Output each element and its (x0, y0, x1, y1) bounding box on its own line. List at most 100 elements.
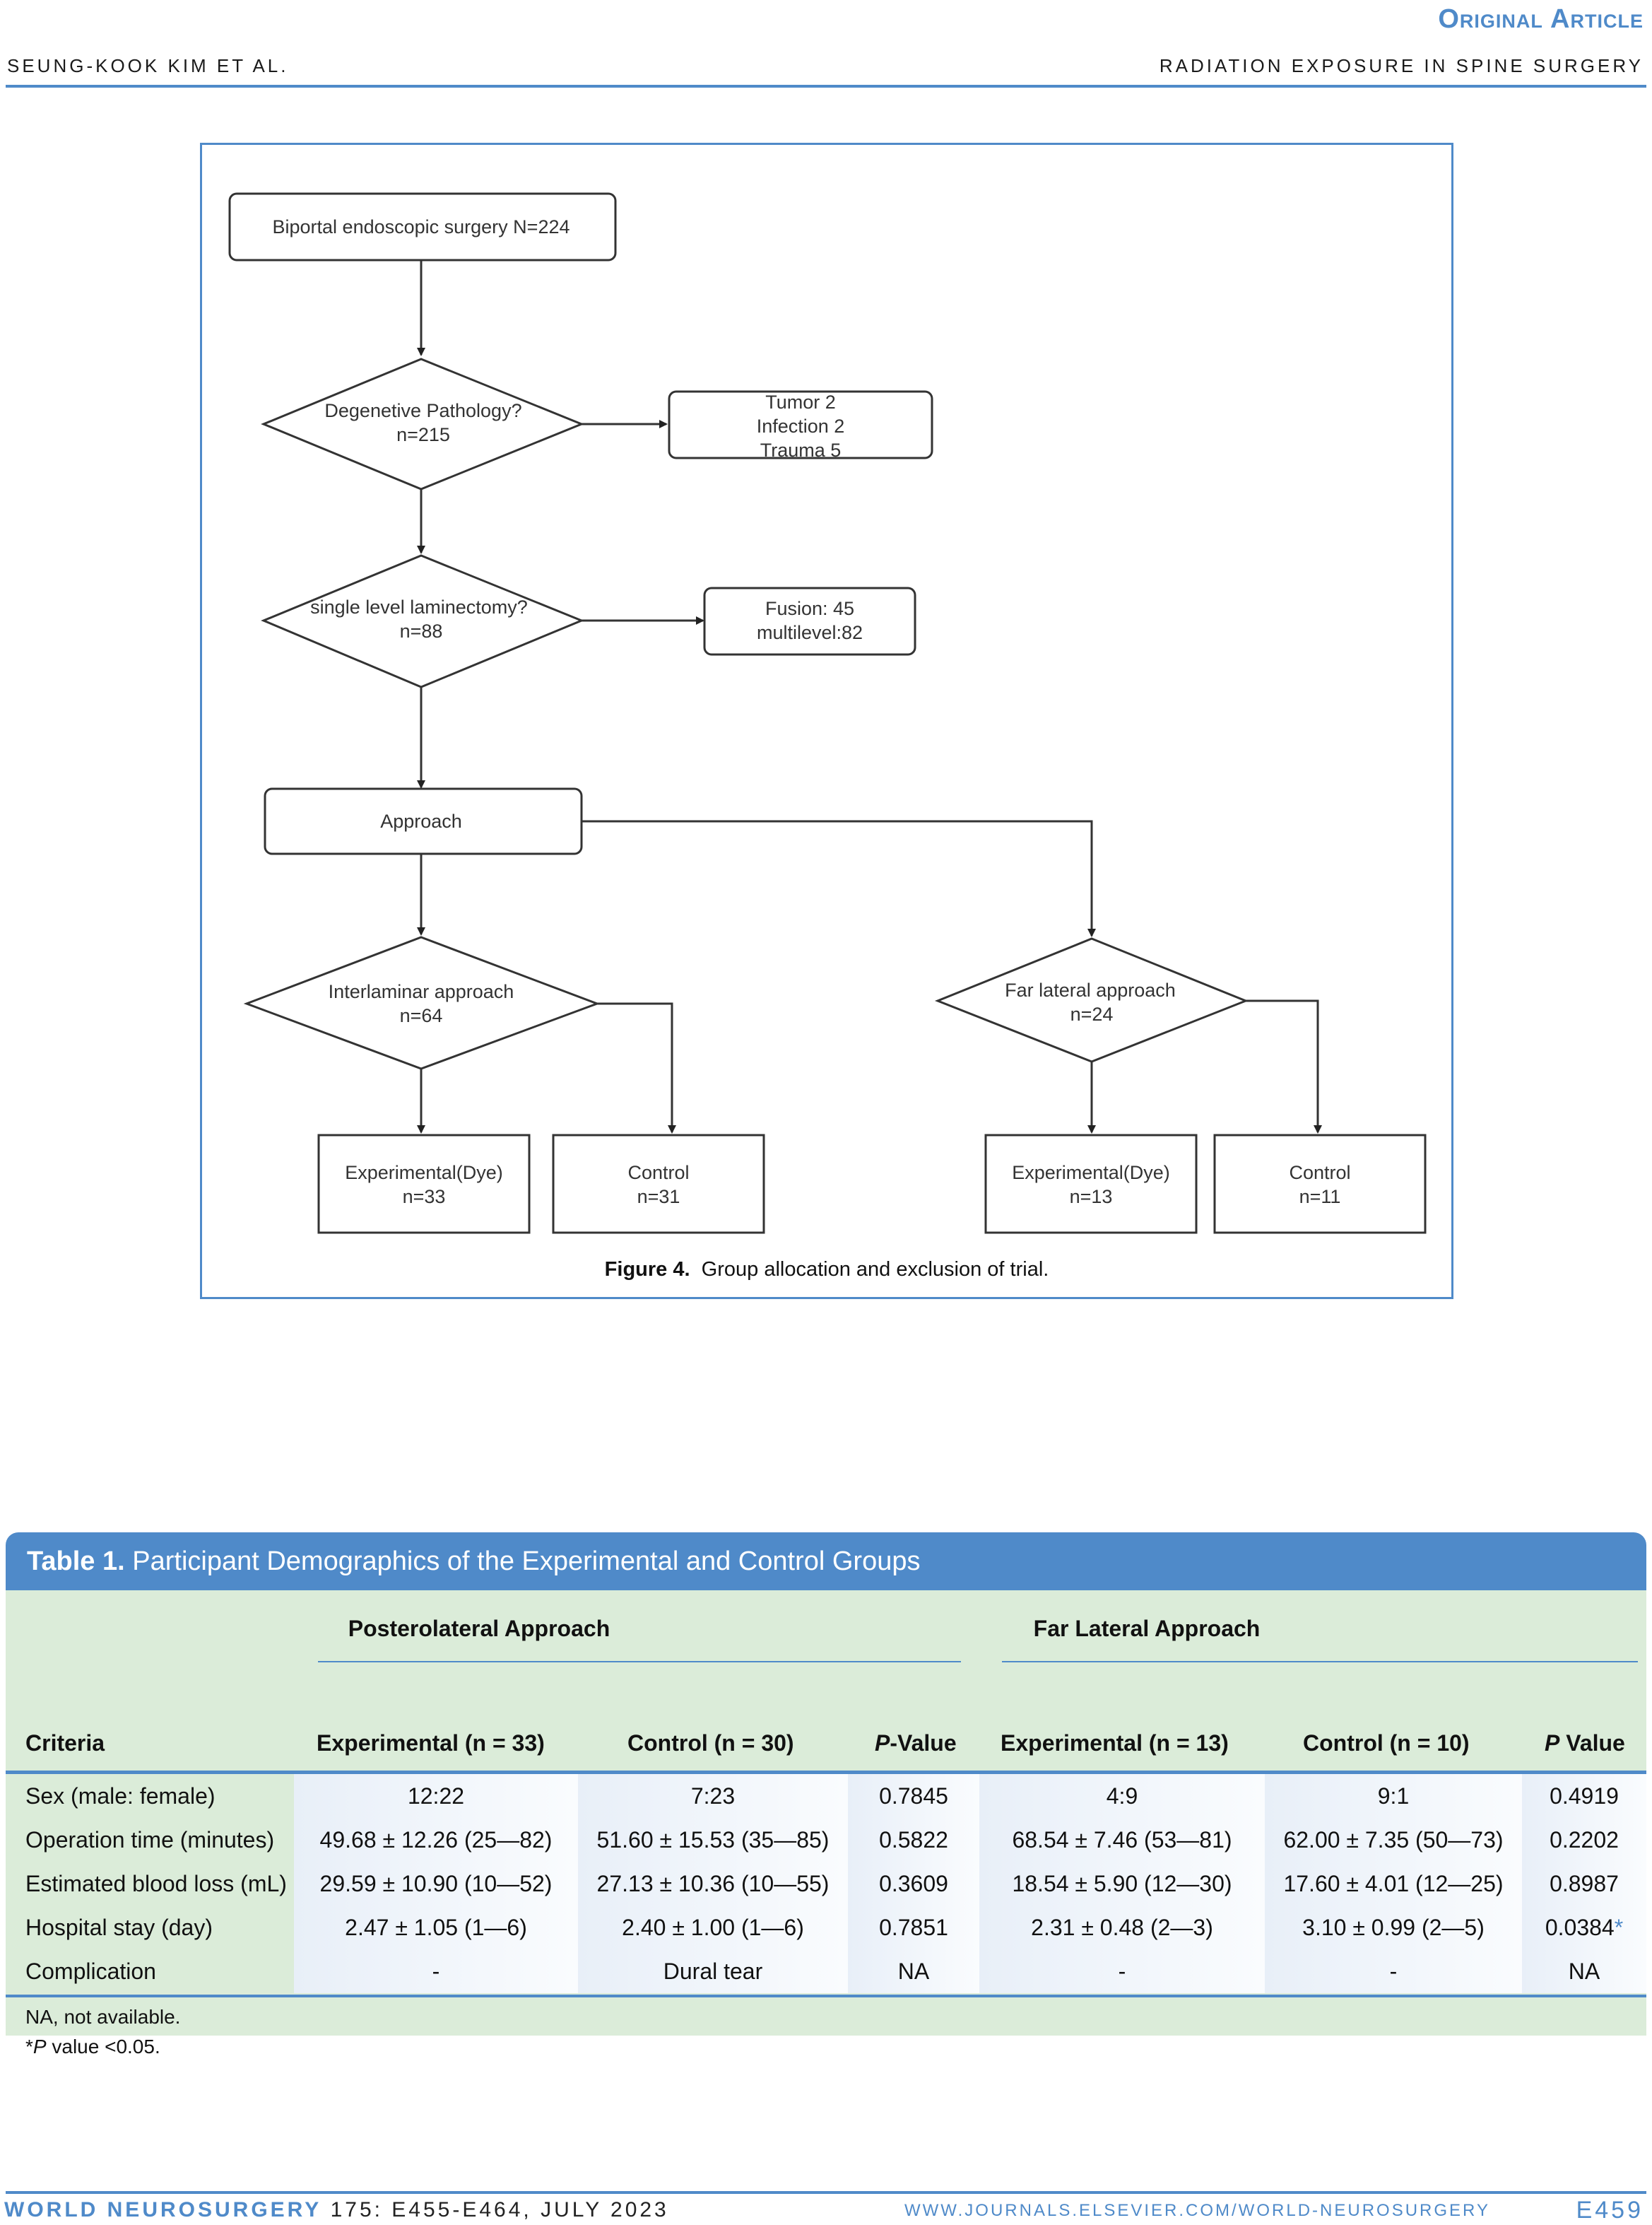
node-far-lateral-decision (934, 937, 1249, 1063)
significance-star: * (1614, 1915, 1624, 1940)
cell-ctl1: 7:23 (690, 1783, 736, 1809)
label-d3-n: n=64 (400, 1005, 443, 1026)
shade-p2 (1522, 1774, 1646, 1993)
figure-caption-label: Figure 4. (604, 1258, 690, 1281)
cell-p1: 0.7845 (879, 1783, 948, 1809)
table-1: Table 1. Participant Demographics of the… (6, 1532, 1646, 2057)
col-control-posterolateral: Control (n = 30) (627, 1730, 794, 1756)
node-interlaminar-decision (243, 936, 601, 1070)
col-p1-rest: -Value (890, 1730, 957, 1756)
running-head-title: RADIATION EXPOSURE IN SPINE SURGERY (1159, 55, 1644, 76)
node-approach (264, 787, 583, 855)
cell-p2: 0.8987 (1550, 1871, 1619, 1896)
cell-ctl1: 2.40 ± 1.00 (1—6) (622, 1915, 804, 1940)
group-header-posterolateral: Posterolateral Approach (348, 1616, 610, 1641)
node-control-interlaminar (552, 1134, 765, 1234)
cell-exp1: - (432, 1959, 440, 1984)
footer-issue: 175: E455-E464, JULY 2023 (321, 2198, 669, 2221)
cell-ctl2: 17.60 ± 4.01 (12—25) (1283, 1871, 1504, 1896)
footer-journal: WORLD NEUROSURGERY 175: E455-E464, JULY … (4, 2198, 669, 2222)
cell-criteria: Complication (25, 1959, 156, 1984)
running-head-authors: SEUNG-KOOK KIM ET AL. (7, 55, 289, 76)
footnote-p-rest: value <0.05. (46, 2036, 160, 2057)
cell-exp2: 2.31 ± 0.48 (2—3) (1031, 1915, 1213, 1940)
cell-p2: 0.0384* (1522, 1906, 1646, 1949)
edge-d4-b4 (1246, 999, 1322, 1134)
col-p2-italic: P (1545, 1730, 1560, 1756)
figure-frame (200, 143, 1453, 1299)
table-row: Estimated blood loss (mL) 29.59 ± 10.90 … (6, 1862, 1646, 1906)
label-ex1-infection: Infection 2 (757, 416, 845, 437)
node-degenerative-decision (261, 358, 584, 491)
header-rule-table (6, 1771, 1646, 1774)
cell-p1: 0.3609 (879, 1871, 948, 1896)
cell-exp2: - (1118, 1959, 1126, 1984)
table-row: Operation time (minutes) 49.68 ± 12.26 (… (6, 1818, 1646, 1862)
cell-p1: 0.7851 (879, 1915, 948, 1940)
cell-p2: NA (1568, 1959, 1600, 1984)
node-exp-far-lateral (984, 1134, 1198, 1234)
label-d4-n: n=24 (1070, 1004, 1114, 1025)
label-b1-name: Experimental(Dye) (345, 1162, 503, 1183)
table-label: Table 1. (27, 1546, 125, 1576)
col-p-far-lateral: P Value (1545, 1730, 1625, 1756)
edge-d3-b2 (597, 1002, 676, 1134)
cell-exp1: 29.59 ± 10.90 (10—52) (319, 1871, 553, 1896)
shade-ctl2 (1265, 1774, 1522, 1993)
label-b1-n: n=33 (403, 1186, 446, 1207)
label-b4-n: n=11 (1299, 1186, 1341, 1207)
cell-exp2: 4:9 (1106, 1783, 1138, 1809)
label-d4-name: Far lateral approach (1005, 980, 1176, 1001)
col-exp-far-lateral: Experimental (n = 13) (1001, 1730, 1229, 1756)
cell-criteria: Estimated blood loss (mL) (25, 1871, 287, 1896)
col-control-far-lateral: Control (n = 10) (1303, 1730, 1470, 1756)
label-b2-name: Control (627, 1162, 689, 1183)
label-approach: Approach (380, 811, 462, 832)
shade-ctl1 (578, 1774, 848, 1993)
label-ex1-trauma: Trauma 5 (760, 440, 842, 461)
cell-p2: 0.2202 (1550, 1827, 1619, 1853)
footer-rule (6, 2191, 1646, 2194)
col-p-posterolateral: P-Value (875, 1730, 957, 1756)
label-d2-n: n=88 (400, 621, 443, 642)
label-b4-name: Control (1289, 1162, 1350, 1183)
label-ex2-fusion: Fusion: 45 (765, 598, 854, 619)
label-d3-name: Interlaminar approach (329, 981, 514, 1002)
footnote-na: NA, not available. (25, 2006, 181, 2028)
node-exp-interlaminar (317, 1134, 531, 1234)
header-rule (6, 85, 1646, 88)
footnote-p: *P value <0.05. (25, 2036, 160, 2058)
cell-exp2: 18.54 ± 5.90 (12—30) (1012, 1871, 1232, 1896)
table-row: Complication - Dural tear NA - - NA (6, 1949, 1646, 1993)
cell-exp1: 12:22 (407, 1783, 465, 1809)
cell-ctl1: Dural tear (663, 1959, 763, 1984)
shade-p1 (848, 1774, 979, 1993)
section-label: Original Article (1438, 4, 1644, 34)
footer-page-number: E459 (1576, 2197, 1644, 2224)
table-title: Participant Demographics of the Experime… (132, 1546, 921, 1576)
label-ex2-multilevel: multilevel:82 (757, 622, 863, 643)
cell-ctl2: 3.10 ± 0.99 (2—5) (1302, 1915, 1485, 1940)
flowchart: Biportal endoscopic surgery N=224 Degene… (228, 192, 1427, 1234)
cell-exp1: 49.68 ± 12.26 (25—82) (319, 1827, 553, 1853)
footer-url[interactable]: WWW.JOURNALS.ELSEVIER.COM/WORLD-NEUROSUR… (904, 2201, 1490, 2220)
node-start (228, 192, 617, 262)
col-p1-italic: P (875, 1730, 890, 1756)
label-ex1-tumor: Tumor 2 (765, 392, 836, 413)
label-b2-n: n=31 (637, 1186, 680, 1207)
group-header-far-lateral: Far Lateral Approach (1033, 1616, 1261, 1641)
table-row: Sex (male: female) 12:22 7:23 0.7845 4:9… (6, 1774, 1646, 1818)
cell-exp2: 68.54 ± 7.46 (53—81) (1012, 1827, 1232, 1853)
shade-exp1 (294, 1774, 578, 1993)
label-d1-question: Degenetive Pathology? (324, 400, 521, 421)
cell-p1: 0.5822 (879, 1827, 948, 1853)
cell-criteria: Sex (male: female) (25, 1783, 216, 1809)
cell-ctl2: 9:1 (1377, 1783, 1410, 1809)
col-p2-rest: Value (1559, 1730, 1625, 1756)
cell-criteria: Operation time (minutes) (25, 1827, 275, 1853)
footer-journal-name: WORLD NEUROSURGERY (4, 2198, 322, 2221)
label-b3-n: n=13 (1070, 1186, 1113, 1207)
label-start: Biportal endoscopic surgery N=224 (273, 216, 570, 237)
figure-caption-text: Group allocation and exclusion of trial. (701, 1258, 1049, 1281)
footnote-p-italic: P (33, 2036, 47, 2057)
